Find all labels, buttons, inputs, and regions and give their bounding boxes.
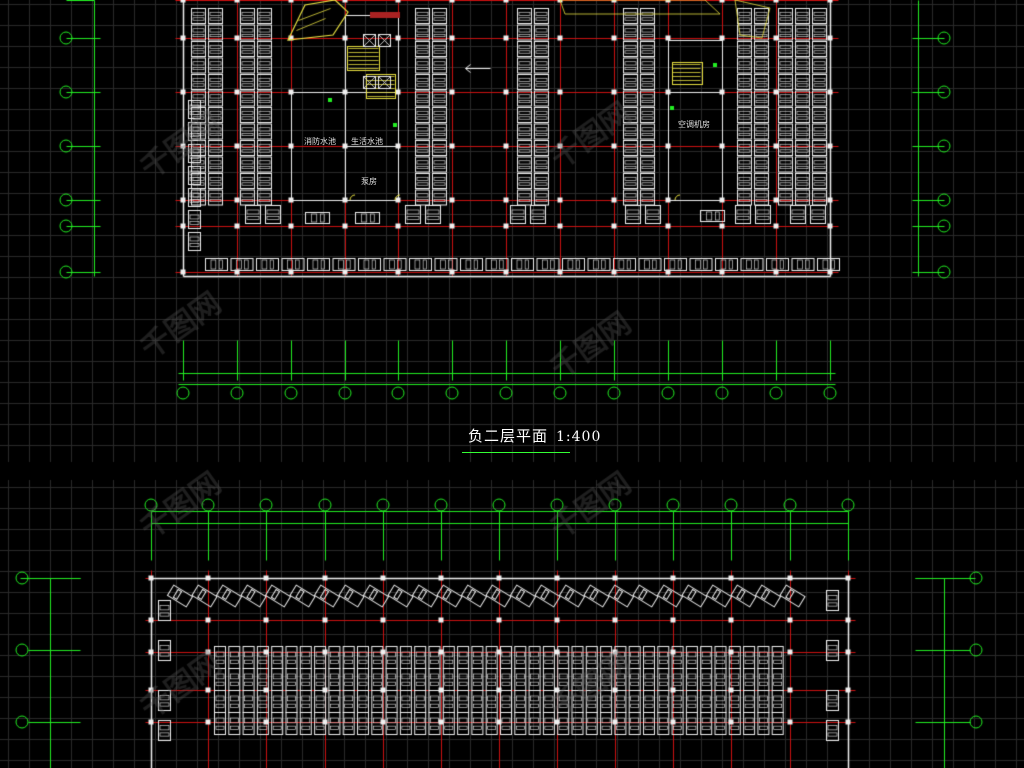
room-label-fire-pool: 消防水池 — [304, 137, 336, 146]
room-label-pump-room: 泵房 — [361, 177, 377, 186]
title-underline — [462, 452, 570, 453]
room-label-domestic-pool: 生活水池 — [351, 137, 383, 146]
drawing-title: 负二层平面 1:400 — [468, 425, 601, 446]
drawing-scale: 1:400 — [556, 429, 602, 445]
room-label-ac-room: 空调机房 — [678, 120, 710, 129]
drawing-title-text: 负二层平面 — [468, 427, 549, 445]
